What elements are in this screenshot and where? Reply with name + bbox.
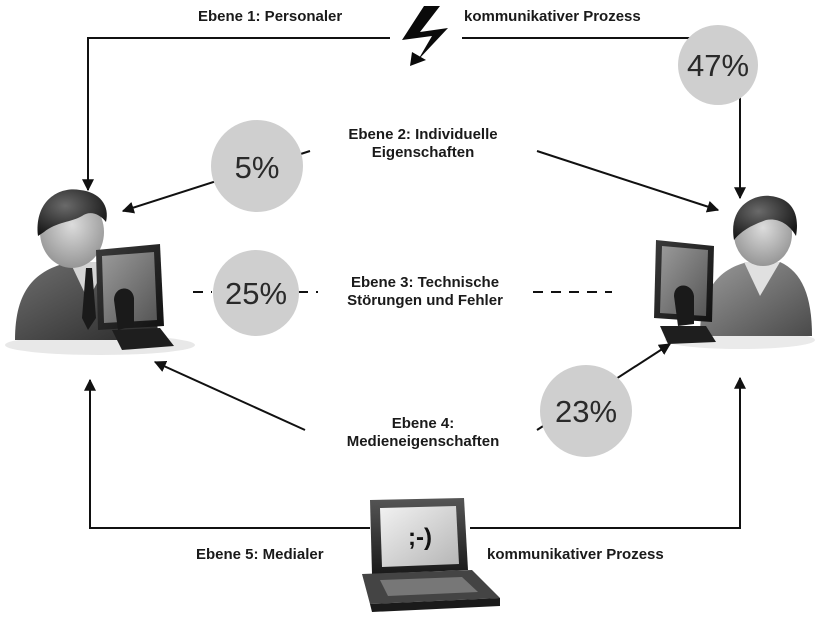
level4-label-line1: Ebene 4:: [391, 415, 455, 432]
level3-label-line1: Ebene 3: Technische: [350, 274, 500, 291]
percent-5-text: 5%: [235, 150, 280, 185]
circle-5: 5%: [211, 120, 303, 212]
circle-47: 47%: [678, 25, 758, 105]
laptop-screen-smiley: ;-): [408, 524, 432, 551]
level2-label: Ebene 2: Individuelle Eigenschaften: [312, 126, 534, 162]
level3-label-line2: Störungen und Fehler: [347, 292, 503, 309]
level1-label-right: kommunikativer Prozess: [464, 8, 641, 25]
level5-label-right: kommunikativer Prozess: [487, 546, 664, 563]
circle-25: 25%: [213, 250, 299, 336]
percent-25-text: 25%: [225, 276, 287, 311]
level1-label-left: Ebene 1: Personaler: [198, 8, 343, 25]
right-person-computer-icon: [654, 195, 815, 349]
circle-23: 23%: [540, 365, 632, 457]
level5-connector: [84, 376, 746, 529]
laptop-icon: ;-): [362, 498, 500, 612]
lightning-bolt-icon: [402, 6, 448, 66]
level5-label-left: Ebene 5: Medialer: [196, 546, 324, 563]
level4-label: Ebene 4: Medieneigenschaften: [308, 415, 538, 451]
percent-47-text: 47%: [687, 48, 749, 83]
level2-label-line2: Eigenschaften: [371, 144, 475, 161]
level4-label-line2: Medieneigenschaften: [346, 433, 500, 450]
level3-label: Ebene 3: Technische Störungen und Fehler: [318, 274, 532, 310]
level2-label-line1: Ebene 2: Individuelle: [348, 126, 498, 143]
percent-23-text: 23%: [555, 394, 617, 429]
left-person-computer-icon: [5, 189, 195, 355]
